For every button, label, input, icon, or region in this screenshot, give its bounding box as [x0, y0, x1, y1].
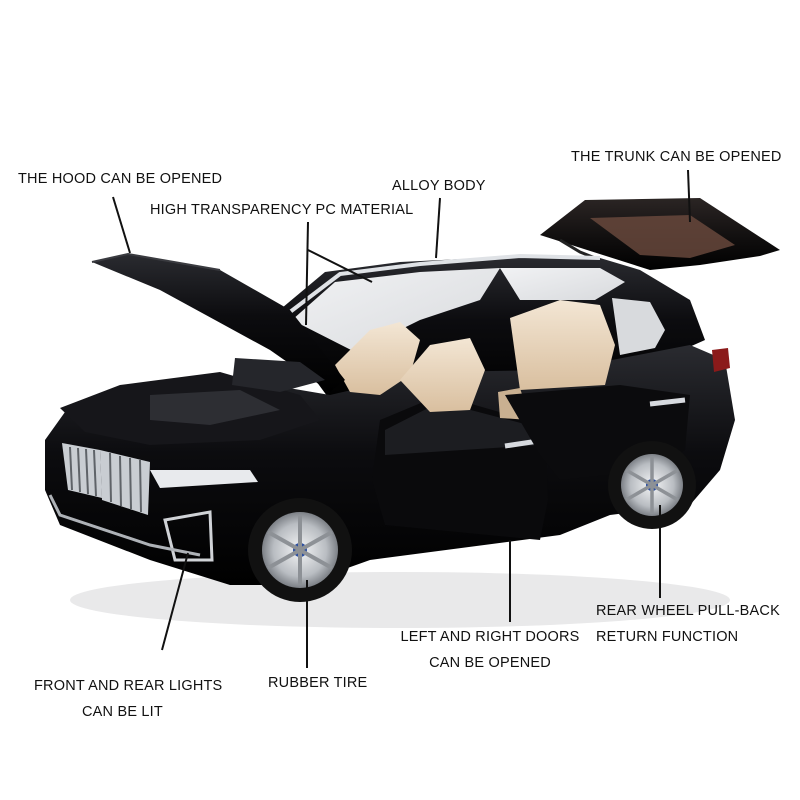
- front-wheel: [248, 498, 352, 602]
- label-lights-line1: FRONT AND REAR LIGHTS: [34, 678, 223, 694]
- label-doors-line2: CAN BE OPENED: [429, 655, 551, 671]
- front-fascia: [48, 443, 258, 562]
- leader-hood: [112, 196, 131, 254]
- label-pc-material: HIGH TRANSPARENCY PC MATERIAL: [150, 202, 414, 218]
- label-pullback-line1: REAR WHEEL PULL-BACK: [596, 603, 780, 619]
- leader-alloy: [435, 197, 441, 259]
- label-pullback-line2: RETURN FUNCTION: [596, 629, 739, 645]
- label-alloy-body: ALLOY BODY: [392, 178, 486, 194]
- label-trunk: THE TRUNK CAN BE OPENED: [571, 149, 782, 165]
- label-rubber-tire: RUBBER TIRE: [268, 675, 368, 691]
- trunk-lid: [540, 198, 780, 270]
- label-hood: THE HOOD CAN BE OPENED: [18, 171, 223, 187]
- leader-trunk: [687, 169, 691, 223]
- leader-lights: [161, 552, 189, 651]
- label-doors-line1: LEFT AND RIGHT DOORS: [400, 629, 580, 645]
- leader-lines: [112, 169, 691, 668]
- leader-pc-2: [307, 249, 373, 283]
- rear-wheel: [608, 441, 696, 529]
- ground-shadow: [70, 572, 730, 628]
- leader-pc: [305, 221, 309, 326]
- label-lights-line2: CAN BE LIT: [82, 704, 163, 720]
- hood: [60, 252, 345, 445]
